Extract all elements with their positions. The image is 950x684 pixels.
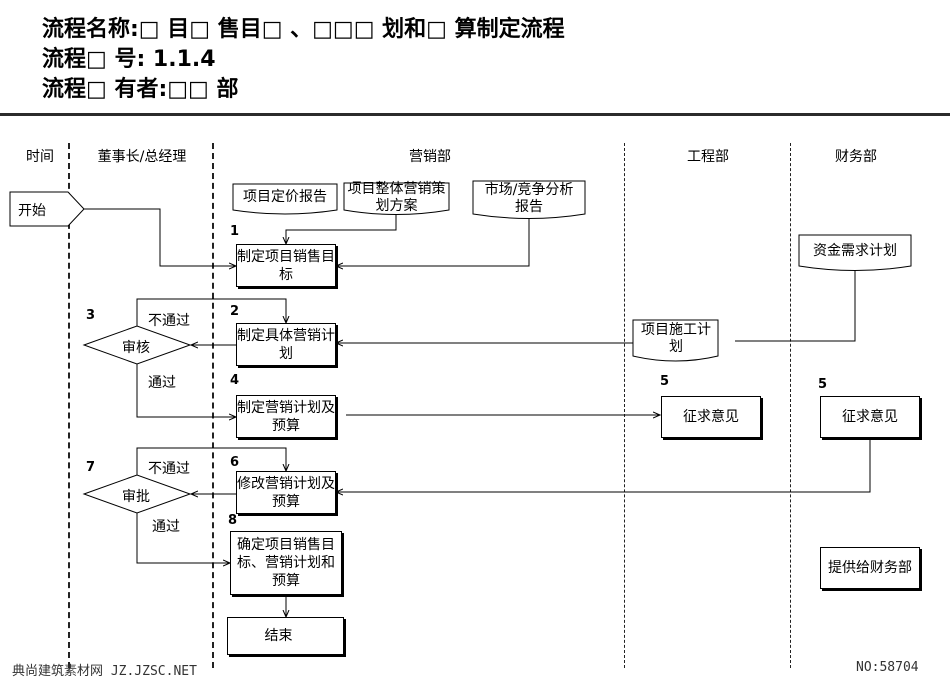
doc-pricing-report: 项目定价报告 [243,188,327,205]
doc-capital-plan: 资金需求计划 [813,242,897,259]
step-set-sales-target: 制定项目销售目标 [236,244,336,287]
end-terminal: 结束 [227,617,344,655]
step-provide-to-finance: 提供给财务部 [820,547,920,589]
step-finalize-target-plan-budget: 确定项目销售目标、营销计划和预算 [230,531,342,595]
lane-chairman: 董事长/总经理 [97,149,187,165]
step-number: 2 [230,304,240,319]
lane-time: 时间 [26,149,54,165]
process-number: 流程□ 号: 1.1.4 [42,47,216,72]
lane-separator [212,143,214,668]
label-approve-pass: 通过 [152,519,180,535]
label-review-fail: 不通过 [148,313,190,329]
step-number: 5 [660,374,670,389]
doc-capital-plan-shape [798,234,912,271]
step-number: 8 [228,513,238,528]
step-finance-feedback: 征求意见 [820,396,920,438]
label-review-pass: 通过 [148,375,176,391]
step-engineering-feedback: 征求意见 [661,396,761,438]
process-name-title: 流程名称:□ 目□ 售目□ 、□□□ 划和□ 算制定流程 [42,17,565,42]
decision-review: 审核 [122,340,150,356]
step-number: 6 [230,455,240,470]
doc-market-report: 市场/竞争分析报告 [484,182,574,215]
header-divider [0,113,950,116]
lane-separator [68,143,70,668]
lane-separator [790,143,791,668]
decision-approve: 审批 [122,489,150,505]
process-owner: 流程□ 有者:□□ 部 [42,77,239,102]
step-revise-plan-budget: 修改营销计划及预算 [236,471,336,514]
doc-pricing-report-shape [232,183,338,215]
step-number: 5 [818,377,828,392]
doc-construction-plan-shape [632,319,719,362]
step-number: 7 [86,460,96,475]
lane-engineering: 工程部 [687,149,729,165]
start-terminal: 开始 [18,203,46,219]
step-number: 4 [230,373,240,388]
step-number: 1 [230,224,240,239]
step-marketing-plan-budget: 制定营销计划及预算 [236,395,336,438]
doc-construction-plan: 项目施工计划 [641,322,711,355]
step-number: 3 [86,308,96,323]
lane-finance: 财务部 [835,149,877,165]
doc-overall-plan: 项目整体营销策划方案 [347,181,446,214]
start-shape [9,191,85,227]
lane-separator [624,143,625,668]
doc-market-report-shape [472,180,586,219]
doc-overall-plan-shape [343,182,450,215]
step-detailed-marketing-plan: 制定具体营销计划 [236,323,336,366]
watermark-left: 典尚建筑素材网 JZ.JZSC.NET [12,664,197,679]
watermark-right: NO:58704 [856,660,919,675]
lane-marketing: 营销部 [409,149,451,165]
label-approve-fail: 不通过 [148,461,190,477]
